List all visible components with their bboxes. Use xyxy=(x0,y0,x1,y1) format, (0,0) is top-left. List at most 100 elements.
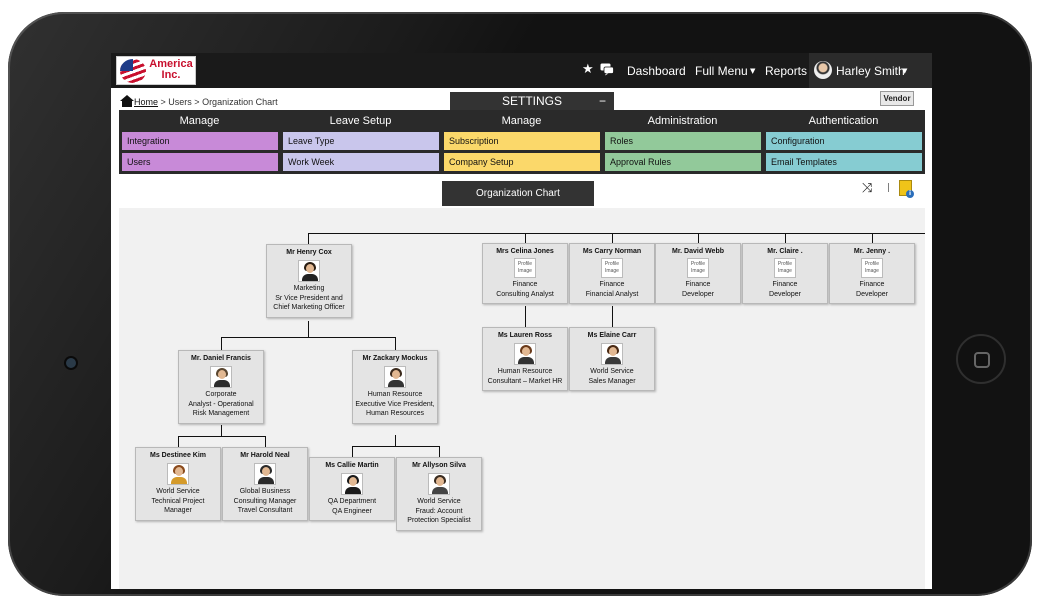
connector-line xyxy=(352,446,439,447)
top-navbar: America Inc. ★ Dashboard Full Menu ▼ Rep… xyxy=(111,53,932,88)
avatar xyxy=(814,61,832,79)
node-name: Mr. Claire . xyxy=(767,248,803,255)
user-menu[interactable]: Harley Smith ▼ xyxy=(809,53,932,88)
menu-item-roles[interactable]: Roles xyxy=(605,132,761,150)
org-node-lauren-ross[interactable]: Ms Lauren Ross Human Resource Consultant… xyxy=(482,327,568,391)
settings-tab[interactable]: SETTINGS − xyxy=(450,92,614,110)
menu-item-configuration[interactable]: Configuration xyxy=(766,132,922,150)
menu-item-users[interactable]: Users xyxy=(122,153,278,171)
connector-line xyxy=(698,233,699,243)
org-node-allyson-silva[interactable]: Mr Allyson Silva World Service Fraud: Ac… xyxy=(396,457,482,531)
connector-line xyxy=(872,233,873,243)
menu-item-integration[interactable]: Integration xyxy=(122,132,278,150)
node-department: Finance xyxy=(599,281,625,288)
menu-heading-leave-setup: Leave Setup xyxy=(329,115,392,127)
node-job-title: Financial Analyst xyxy=(585,290,639,298)
star-icon[interactable]: ★ xyxy=(582,62,594,77)
full-menu-link[interactable]: Full Menu xyxy=(695,64,748,78)
node-name: Mr. David Webb xyxy=(672,248,724,255)
menu-heading-administration: Administration xyxy=(647,115,718,127)
connector-line xyxy=(178,436,265,437)
vendor-button[interactable]: Vendor xyxy=(880,91,914,106)
node-department: World Service xyxy=(417,498,461,505)
node-department: Corporate xyxy=(205,391,237,398)
logo-text: America Inc. xyxy=(149,58,193,81)
dashboard-link[interactable]: Dashboard xyxy=(627,64,686,78)
home-square-icon xyxy=(974,352,990,368)
node-job-title: Consulting Manager Travel Consultant xyxy=(233,497,297,515)
org-node-harold-neal[interactable]: Mr Harold Neal Global Business Consultin… xyxy=(222,447,308,521)
breadcrumb-home[interactable]: Home xyxy=(134,97,159,107)
node-name: Mr Henry Cox xyxy=(286,249,332,256)
org-node-david-webb[interactable]: Mr. David Webb Profile Image Finance Dev… xyxy=(655,243,741,304)
profile-photo xyxy=(254,463,276,485)
node-department: Human Resource xyxy=(367,391,423,398)
profile-photo xyxy=(298,260,320,282)
org-node-destinee-kim[interactable]: Ms Destinee Kim World Service Technical … xyxy=(135,447,221,521)
node-department: Finance xyxy=(772,281,798,288)
breadcrumb-current: Organization Chart xyxy=(202,97,278,107)
menu-item-email-templates[interactable]: Email Templates xyxy=(766,153,922,171)
org-node-henry-cox[interactable]: Mr Henry Cox Marketing Sr Vice President… xyxy=(266,244,352,318)
home-button[interactable] xyxy=(956,334,1006,384)
chevron-down-icon: ▼ xyxy=(902,67,908,75)
org-node-callie-martin[interactable]: Ms Callie Martin QA Department QA Engine… xyxy=(309,457,395,521)
connector-line xyxy=(265,436,266,447)
node-job-title: Sr Vice President and Chief Marketing Of… xyxy=(273,294,345,312)
chevron-down-icon[interactable]: ▼ xyxy=(750,67,756,75)
settings-menu: Manage Leave Setup Manage Administration… xyxy=(119,110,925,174)
shuffle-icon[interactable]: ⤨ xyxy=(862,181,873,196)
org-node-claire[interactable]: Mr. Claire . Profile Image Finance Devel… xyxy=(742,243,828,304)
org-node-jenny[interactable]: Mr. Jenny . Profile Image Finance Develo… xyxy=(829,243,915,304)
node-name: Ms Elaine Carr xyxy=(587,332,637,339)
chat-icon[interactable] xyxy=(600,63,614,80)
menu-item-leave-type[interactable]: Leave Type xyxy=(283,132,439,150)
breadcrumb-separator: > xyxy=(191,97,203,107)
org-node-daniel-francis[interactable]: Mr. Daniel Francis Corporate Analyst - O… xyxy=(178,350,264,424)
connector-line xyxy=(308,233,309,244)
org-node-zackary-mockus[interactable]: Mr Zackary Mockus Human Resource Executi… xyxy=(352,350,438,424)
node-job-title: Analyst - Operational Risk Management xyxy=(188,400,254,418)
connector-line xyxy=(308,321,309,337)
profile-photo xyxy=(384,366,406,388)
profile-photo xyxy=(601,343,623,365)
menu-item-approval-rules[interactable]: Approval Rules xyxy=(605,153,761,171)
camera-icon xyxy=(66,358,76,368)
node-department: Finance xyxy=(685,281,711,288)
node-name: Ms Lauren Ross xyxy=(497,332,553,339)
app-screen: America Inc. ★ Dashboard Full Menu ▼ Rep… xyxy=(111,53,932,589)
menu-item-subscription[interactable]: Subscription xyxy=(444,132,600,150)
node-job-title: Technical Project Manager xyxy=(151,497,205,515)
connector-line xyxy=(395,337,396,350)
company-logo[interactable]: America Inc. xyxy=(116,56,196,85)
user-name: Harley Smith xyxy=(836,64,905,78)
profile-photo xyxy=(428,473,450,495)
connector-line xyxy=(525,233,526,243)
node-department: World Service xyxy=(156,488,200,495)
node-department: Human Resource xyxy=(497,368,553,375)
connector-line xyxy=(178,436,179,447)
connector-line xyxy=(525,306,526,327)
breadcrumb-users[interactable]: Users xyxy=(168,97,192,107)
profile-photo xyxy=(341,473,363,495)
org-node-elaine-carr[interactable]: Ms Elaine Carr World Service Sales Manag… xyxy=(569,327,655,391)
connector-line xyxy=(439,446,440,457)
reports-link[interactable]: Reports xyxy=(765,64,808,78)
node-job-title: Sales Manager xyxy=(588,377,636,385)
node-job-title: Developer xyxy=(856,290,888,298)
node-name: Ms Destinee Kim xyxy=(149,452,207,459)
node-job-title: Developer xyxy=(682,290,714,298)
org-node-celina-jones[interactable]: Mrs Celina Jones Profile Image Finance C… xyxy=(482,243,568,304)
node-name: Mrs Celina Jones xyxy=(496,248,554,255)
home-icon[interactable] xyxy=(120,95,134,107)
menu-item-work-week[interactable]: Work Week xyxy=(283,153,439,171)
divider: | xyxy=(887,183,891,193)
breadcrumb: Home > Users > Organization Chart xyxy=(120,95,278,108)
org-node-carry-norman[interactable]: Ms Carry Norman Profile Image Finance Fi… xyxy=(569,243,655,304)
org-chart-canvas[interactable]: Mr Henry Cox Marketing Sr Vice President… xyxy=(119,208,925,589)
minimize-icon[interactable]: − xyxy=(598,94,606,108)
document-info-icon[interactable] xyxy=(899,180,914,198)
node-job-title: Fraud: Account Protection Specialist xyxy=(407,507,471,525)
node-name: Ms Carry Norman xyxy=(582,248,642,255)
menu-item-company-setup[interactable]: Company Setup xyxy=(444,153,600,171)
